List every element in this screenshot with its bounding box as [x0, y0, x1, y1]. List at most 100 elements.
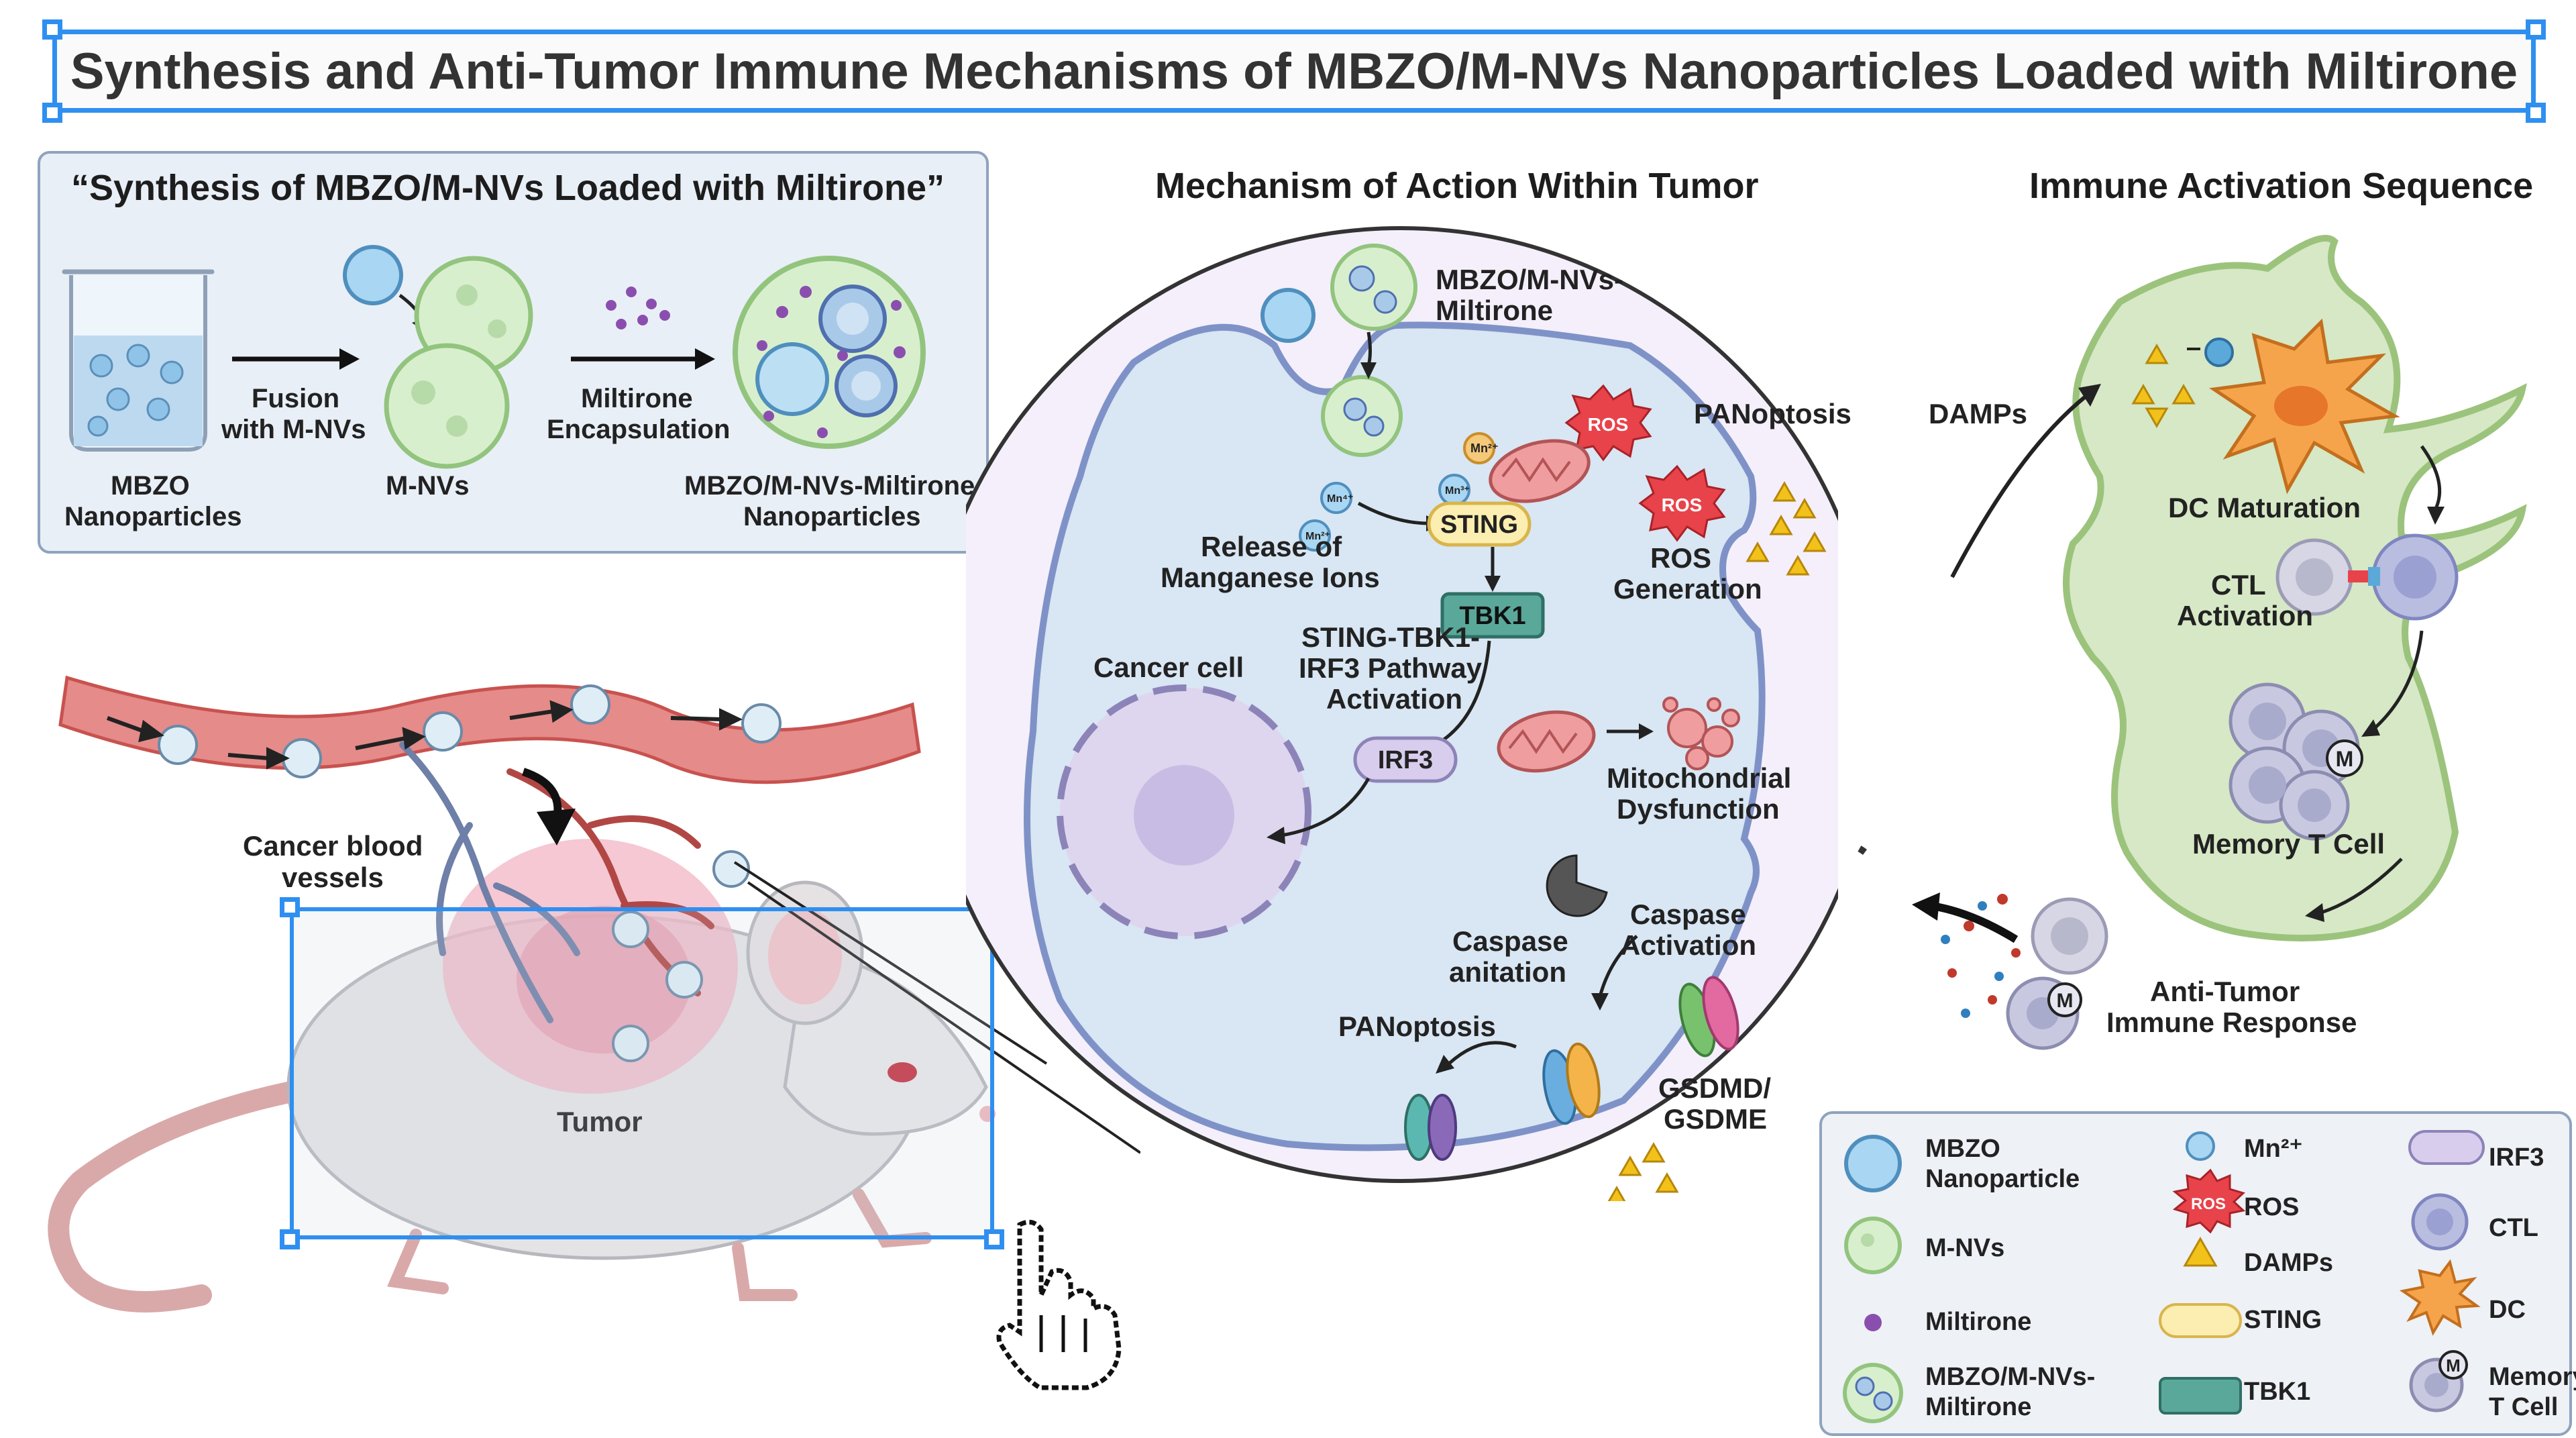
legend-memory-badge: M	[2446, 1355, 2461, 1376]
label-ctl-line2: Activation	[2177, 600, 2314, 631]
legend-combo-icon	[1843, 1363, 1903, 1423]
label-pathway-line2: IRF3 Pathway	[1299, 652, 1483, 684]
legend-mbzo-line2: Nanoparticle	[1925, 1165, 2080, 1193]
mechanism-diagram: Mn²⁺ Mn³⁺ Mn⁴⁺ Mn²⁺ STING TBK1 IRF3 ROS …	[966, 226, 1838, 1201]
mitochondrion	[1497, 710, 1596, 773]
label-np-line2: Miltirone	[1436, 295, 1553, 326]
legend-tbk1: TBK1	[2244, 1378, 2311, 1406]
label-response-line2: Immune Response	[2106, 1007, 2357, 1038]
legend-sting: STING	[2244, 1306, 2322, 1334]
ion-mn3: Mn³⁺	[1445, 485, 1470, 497]
synthesis-illustration	[62, 245, 926, 469]
label-panoptosis-bottom: PANoptosis	[1338, 1011, 1496, 1042]
mitochondrion	[1489, 439, 1591, 503]
mouse-illustration	[48, 675, 1140, 1313]
caspase-icon	[1546, 854, 1608, 917]
response-badge-icon	[2047, 982, 2082, 1017]
label-fusion-line2: with M-NVs	[221, 415, 366, 444]
legend-mnvs: M-NVs	[1925, 1234, 2005, 1262]
ros-tag-1: ROS	[1588, 414, 1629, 435]
sting-label: STING	[1440, 511, 1518, 539]
sting-badge	[1427, 501, 1532, 547]
title-box[interactable]: Synthesis and Anti-Tumor Immune Mechanis…	[52, 30, 2536, 113]
ion-mn2: Mn²⁺	[1470, 442, 1498, 455]
label-mbzo-line1: MBZO	[111, 471, 190, 501]
arrow-right-icon	[571, 348, 715, 370]
mn-ion	[1463, 432, 1495, 464]
label-caspase-act-line1: Caspase	[1630, 898, 1746, 930]
legend-mnvs-icon	[1844, 1217, 1902, 1274]
label-pathway-line3: Activation	[1326, 683, 1463, 715]
title-handle-tr[interactable]	[2526, 19, 2546, 40]
legend-dc-icon	[2399, 1259, 2481, 1336]
legend-miltirone-icon	[1864, 1314, 1882, 1331]
label-vessels-line1: Cancer blood	[243, 830, 423, 862]
label-encapsulation-line1: Miltirone	[581, 384, 693, 413]
label-m-nvs: M-NVs	[386, 471, 470, 501]
legend-dc: DC	[2489, 1296, 2526, 1324]
legend-mn-icon	[2186, 1131, 2215, 1161]
arrow-right-icon	[232, 348, 360, 370]
mbzo-mnvs-miltirone-particle	[733, 256, 926, 449]
legend-combo-line2: Miltirone	[1925, 1393, 2032, 1421]
selection-handle-br[interactable]	[984, 1229, 1004, 1249]
ion-mn4: Mn⁴⁺	[1327, 493, 1353, 505]
legend-mbzo-line1: MBZO	[1925, 1135, 2000, 1163]
immune-heading: Immune Activation Sequence	[2029, 166, 2534, 206]
label-caspase-act-line2: Activation	[1620, 929, 1757, 961]
legend-mn: Mn²⁺	[2244, 1135, 2303, 1163]
legend-miltirone: Miltirone	[1925, 1308, 2032, 1336]
label-cancer-cell: Cancer cell	[1093, 652, 1244, 683]
title-handle-br[interactable]	[2526, 103, 2546, 123]
label-mbzo-line2: Nanoparticles	[64, 502, 242, 531]
synthesis-heading: “Synthesis of MBZO/M-NVs Loaded with Mil…	[71, 168, 945, 208]
legend-ctl: CTL	[2489, 1214, 2538, 1242]
title-handle-tl[interactable]	[42, 19, 62, 40]
label-release-line2: Manganese Ions	[1161, 562, 1380, 593]
tbk1-label: TBK1	[1459, 602, 1525, 630]
label-memory: Memory T Cell	[2192, 828, 2385, 860]
label-caspase-init-line1: Caspase	[1452, 925, 1568, 957]
label-fusion-line1: Fusion	[252, 384, 340, 413]
title-handle-bl[interactable]	[42, 103, 62, 123]
selection-rectangle[interactable]	[290, 907, 994, 1239]
legend-memory-line1: Memory	[2489, 1363, 2576, 1391]
label-vessels-line2: vessels	[282, 862, 384, 893]
irf3-badge	[1353, 736, 1458, 783]
label-panoptosis-top: PANoptosis	[1694, 398, 1851, 429]
legend-combo-line1: MBZO/M-NVs-	[1925, 1363, 2096, 1391]
legend-sting-icon	[2159, 1303, 2242, 1338]
legend-damps: DAMPs	[2244, 1249, 2334, 1277]
label-damps: DAMPs	[1929, 398, 2028, 429]
selection-handle-bl[interactable]	[280, 1229, 300, 1249]
legend-irf3: IRF3	[2489, 1143, 2544, 1172]
legend-damps-icon	[2183, 1236, 2218, 1267]
memory-badge: M	[2336, 747, 2354, 771]
label-encapsulation-line2: Encapsulation	[547, 415, 731, 444]
label-gsdmd-line2: GSDME	[1664, 1103, 1768, 1135]
immune-diagram: M M	[1851, 235, 2527, 1050]
label-response-line1: Anti-Tumor	[2150, 976, 2300, 1007]
label-combo-line1: MBZO/M-NVs-Miltirone	[684, 471, 975, 501]
legend-memory-line2: T Cell	[2489, 1393, 2559, 1421]
beaker-icon	[62, 269, 215, 452]
label-ctl-line1: CTL	[2211, 569, 2266, 601]
label-ros-line2: Generation	[1613, 573, 1762, 605]
ros-tag-2: ROS	[1662, 495, 1703, 515]
hand-pointer-icon	[996, 1219, 1122, 1390]
legend-swatches: ROS M	[1843, 1130, 2485, 1423]
label-ros-line1: ROS	[1650, 542, 1712, 574]
legend-ros: ROS	[2244, 1193, 2300, 1221]
label-tumor: Tumor	[557, 1106, 643, 1137]
label-release-line1: Release of	[1201, 531, 1342, 562]
mechanism-heading: Mechanism of Action Within Tumor	[1155, 166, 1759, 206]
selection-handle-tl[interactable]	[280, 897, 300, 917]
response-badge: M	[2057, 990, 2074, 1012]
mn-ion	[1299, 519, 1331, 552]
mn-ion	[1320, 482, 1352, 514]
label-caspase-init-line2: anitation	[1449, 956, 1566, 988]
label-pathway-line1: STING-TBK1-	[1301, 621, 1480, 653]
cancer-cell	[1024, 321, 1766, 1151]
tbk1-badge	[1440, 592, 1545, 639]
label-gsdmd-line1: GSDMD/	[1658, 1072, 1771, 1104]
